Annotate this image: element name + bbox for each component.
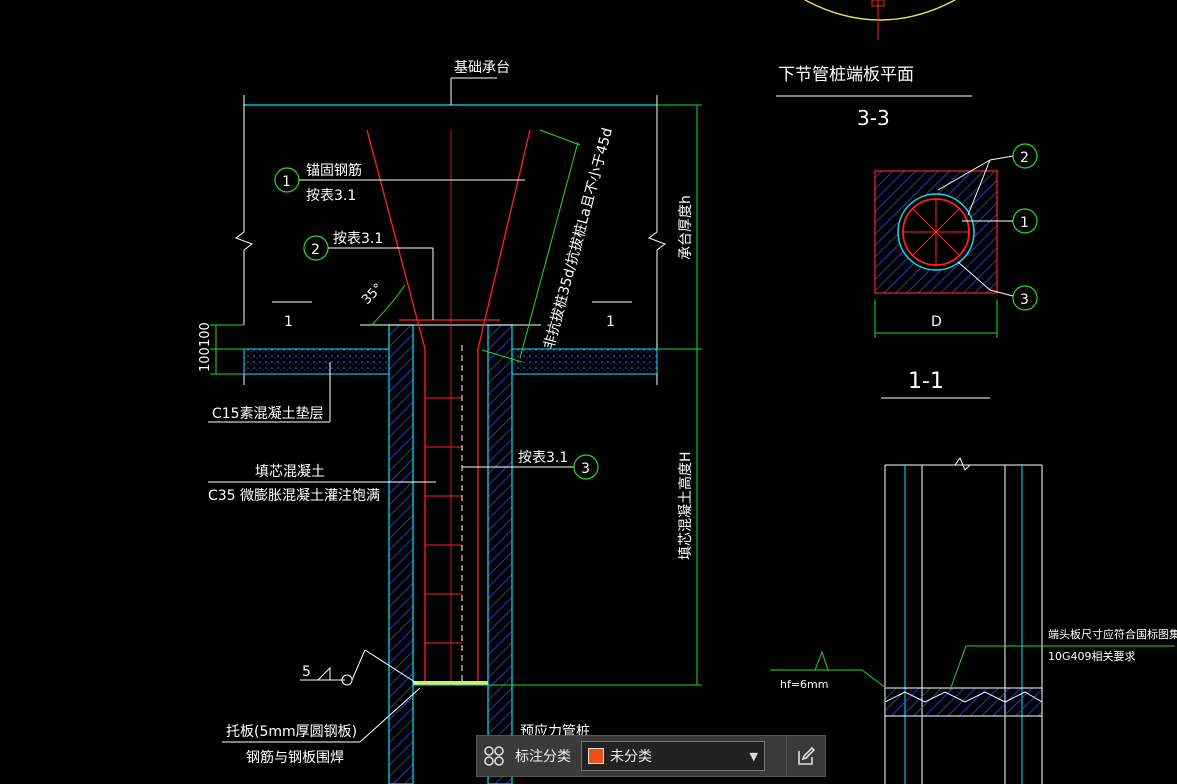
label-weld-note: 钢筋与钢板围焊 [246, 749, 344, 766]
label-foundation-cap: 基础承台 [454, 59, 510, 76]
edit-icon[interactable] [786, 736, 825, 776]
weld-symbol: 5 [300, 649, 419, 686]
svg-text:D: D [931, 314, 942, 330]
svg-text:2: 2 [311, 242, 320, 258]
chevron-down-icon: ▼ [749, 750, 758, 763]
support-plate [413, 681, 488, 685]
svg-text:1: 1 [606, 314, 615, 330]
stirrups [425, 397, 462, 644]
svg-text:35°: 35° [359, 281, 386, 308]
anchor-rebars [366, 129, 531, 682]
label-support-plate: 托板(5mm厚圆钢板) [226, 724, 357, 740]
svg-text:1: 1 [282, 174, 291, 190]
svg-text:5: 5 [302, 664, 311, 680]
label-hf: hf=6mm [780, 678, 829, 691]
label-end-plate-2: 10G409相关要求 [1048, 649, 1136, 663]
label-plan-section: 3-3 [857, 106, 890, 130]
c15-cushion-layer [243, 348, 658, 385]
label-c15-layer: C15素混凝土垫层 [212, 406, 324, 422]
svg-text:2: 2 [1020, 150, 1029, 166]
pile-elevation [770, 456, 1175, 784]
category-selected-value: 未分类 [610, 749, 652, 765]
section-mark-right: 1 [592, 301, 632, 330]
label-per-table-top: 按表3.1 [333, 231, 383, 247]
svg-text:100: 100 [198, 322, 213, 347]
category-select[interactable]: 未分类 ▼ [581, 741, 765, 771]
svg-text:3: 3 [1020, 292, 1029, 308]
label-end-plate-1: 端头板尺寸应符合国标图集 [1048, 627, 1177, 641]
foundation-cap [234, 77, 667, 385]
category-color-swatch [588, 748, 604, 764]
svg-text:1: 1 [284, 314, 293, 330]
svg-text:100: 100 [198, 347, 213, 372]
label-per-table-mid: 按表3.1 [518, 450, 568, 466]
svg-text:填芯混凝土高度H: 填芯混凝土高度H [677, 451, 694, 560]
section-mark-left: 1 [272, 301, 312, 330]
pile-walls [360, 324, 541, 784]
label-core-concrete: 填芯混凝土 [255, 464, 325, 480]
category-label: 标注分类 [515, 749, 571, 765]
label-plan-title: 下节管桩端板平面 [778, 65, 914, 85]
svg-text:承台厚度h: 承台厚度h [678, 195, 694, 260]
c15-leader [208, 362, 331, 423]
callout-3-mid: 3 [462, 454, 599, 480]
callout-2-right: 2 [937, 143, 1038, 216]
angle-mark: 35° [359, 281, 406, 326]
annotation-toolbar: 标注分类 未分类 ▼ [476, 735, 826, 777]
svg-text:1: 1 [1020, 215, 1029, 231]
callout-2-left: 2 [303, 235, 434, 320]
label-core-concrete-spec: C35 微膨胀混凝土灌注饱满 [208, 487, 380, 504]
callout-1-left: 1 [274, 167, 525, 193]
support-plate-leader [222, 687, 421, 743]
label-section-11: 1-1 [908, 369, 944, 394]
section-1-1-detail: D [874, 170, 998, 338]
svg-text:3: 3 [581, 461, 590, 477]
label-anchor-rebar: 锚固钢筋 [306, 162, 362, 179]
plan-circle-top [804, 0, 956, 40]
cap-height-dimension: 承台厚度h 填芯混凝土高度H [488, 104, 702, 686]
callout-3-right: 3 [957, 261, 1038, 311]
grid-icon[interactable] [477, 736, 511, 776]
cushion-dimension: 100 100 [198, 322, 244, 375]
callout-1-right: 1 [962, 208, 1038, 234]
label-anchor-rebar-table: 按表3.1 [306, 188, 356, 204]
